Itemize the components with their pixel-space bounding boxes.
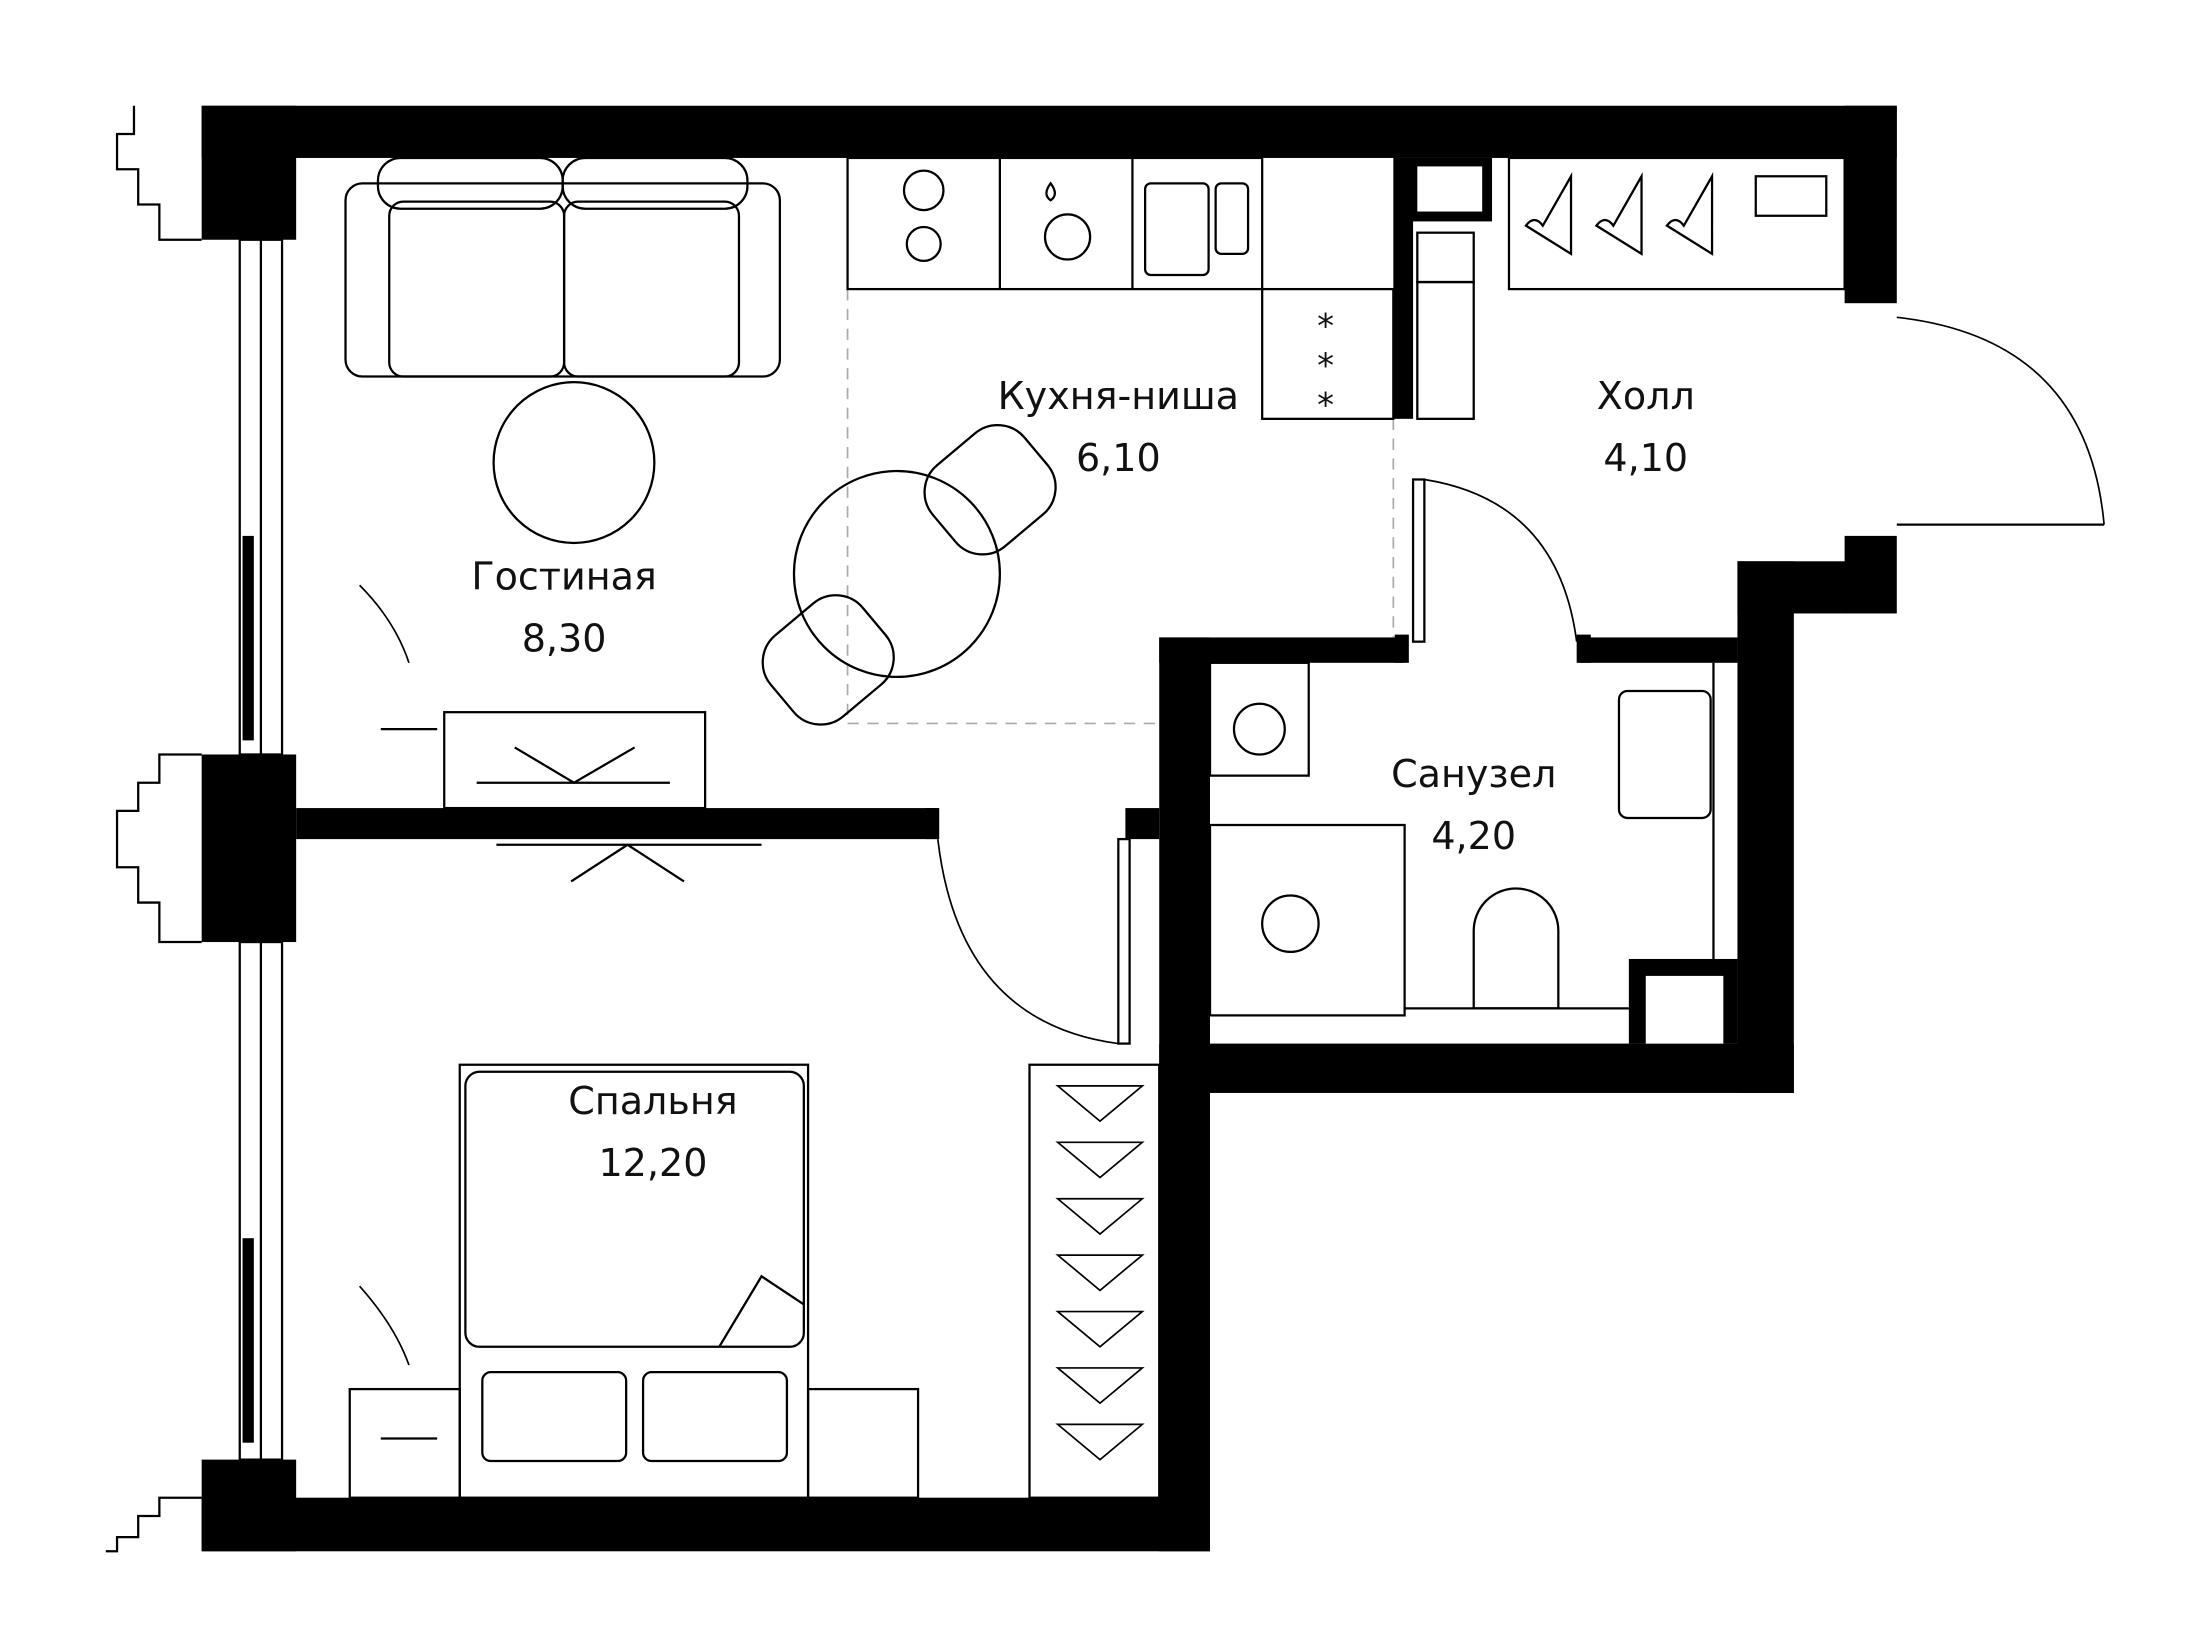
room-area: 12,20 (598, 1141, 707, 1185)
shirt-icon (1754, 175, 1828, 217)
room-area: 6,10 (1076, 436, 1161, 480)
facade-steps (105, 105, 202, 1553)
windows (238, 238, 438, 1461)
shoe-cabinet (1416, 280, 1475, 420)
room-area: 4,20 (1431, 814, 1516, 858)
washing-machine-icon (1208, 661, 1310, 777)
room-name: Спальня (568, 1079, 737, 1123)
room-name: Санузел (1391, 752, 1556, 796)
room-area: 8,30 (522, 617, 607, 661)
bathroom-fixtures (1208, 661, 1715, 1017)
entrance-door[interactable] (1896, 316, 2105, 526)
walls (201, 105, 1897, 1552)
bedroom-wardrobe (1028, 1063, 1161, 1499)
cooktop (1261, 287, 1395, 420)
room-name: Холл (1597, 374, 1695, 418)
washbasin-icon (1617, 689, 1712, 820)
burner-icon: ⁎ (1317, 336, 1334, 375)
room-label-hall: Холл 4,10 (1597, 374, 1695, 480)
sliding-door (496, 843, 762, 883)
room-area: 4,10 (1603, 436, 1688, 480)
kitchen-zone-outline (846, 289, 1395, 725)
room-label-bedroom: Спальня 12,20 (568, 1079, 737, 1185)
room-label-living: Гостиная 8,30 (471, 554, 656, 660)
hanger-icon (1594, 172, 1643, 256)
room-label-kitchen: Кухня-ниша 6,10 (998, 374, 1239, 480)
dining-set (761, 424, 1057, 726)
nightstand (806, 1387, 920, 1499)
shower (1208, 823, 1406, 1017)
tv-cabinet (443, 711, 707, 810)
coffee-table (492, 381, 656, 545)
burner-icon: ⁎ (1317, 296, 1334, 335)
hanger-icon (1665, 172, 1714, 256)
room-name: Гостиная (471, 554, 656, 598)
room-label-bathroom: Санузел 4,20 (1391, 752, 1556, 858)
toilet-icon (1472, 887, 1560, 1010)
kitchen-counter: ⁎ ⁎ ⁎ (846, 156, 1395, 420)
bedroom-door[interactable] (925, 808, 1131, 1045)
washer-dryer-icon (902, 169, 945, 212)
hall-wardrobe (1416, 156, 1846, 420)
bathroom-door[interactable] (1394, 478, 1591, 663)
dishwasher-icon (1043, 213, 1092, 261)
sink-icon (1144, 182, 1210, 277)
nightstand (348, 1387, 461, 1499)
sofa (344, 156, 782, 378)
room-name: Кухня-ниша (998, 374, 1239, 418)
bed (458, 1063, 810, 1499)
hanger-icon (1524, 172, 1573, 256)
burner-icon: ⁎ (1317, 375, 1334, 414)
